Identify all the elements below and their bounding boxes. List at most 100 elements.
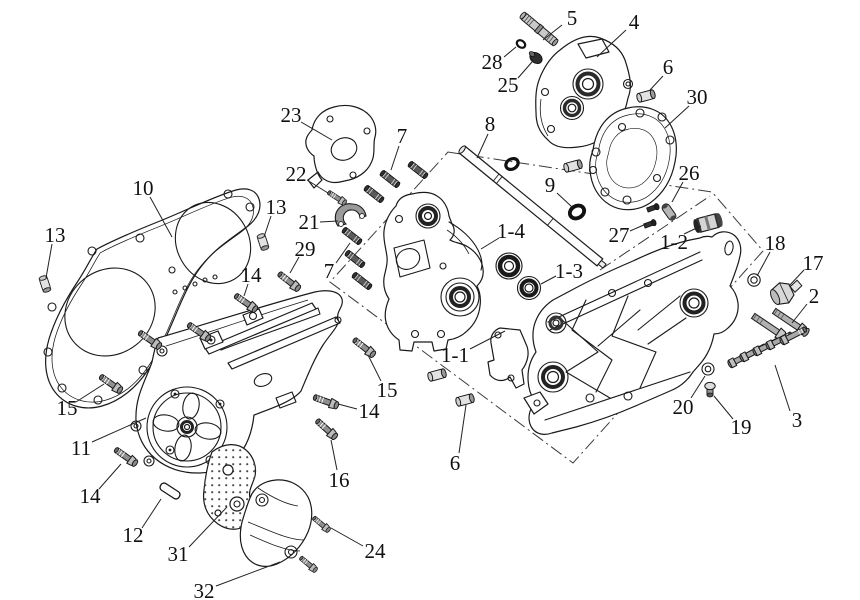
bolt-29 <box>275 269 303 294</box>
leader-line-6b <box>458 404 467 454</box>
part-label-27: 27 <box>609 223 630 247</box>
part-label-1-3: 1-3 <box>555 259 583 283</box>
part-label-14b: 14 <box>359 399 381 423</box>
leader-line-1-1 <box>469 330 506 350</box>
leader-line-24 <box>330 527 364 547</box>
leader-line-3 <box>774 364 791 412</box>
part-label-13b: 13 <box>266 195 287 219</box>
part-label-18: 18 <box>765 231 786 255</box>
dowel-pin-13-right <box>256 232 270 252</box>
sealing-washer-18 <box>747 273 761 287</box>
part-label-14c: 14 <box>80 484 102 508</box>
leader-line-15b <box>367 354 382 382</box>
bolt-19 <box>704 381 716 398</box>
bolts-27 <box>643 203 660 229</box>
part-label-26: 26 <box>679 161 700 185</box>
dowel-6-mid <box>562 158 584 174</box>
bolt-15-right <box>350 335 378 360</box>
part-label-6a: 6 <box>663 55 674 79</box>
part-label-6b: 6 <box>450 451 461 475</box>
part-label-23: 23 <box>281 103 302 127</box>
part-label-12: 12 <box>123 523 144 547</box>
part-label-9: 9 <box>545 173 556 197</box>
leader-line-7a <box>390 145 400 171</box>
bracket-plate-23 <box>305 104 377 189</box>
gasket-left-cover <box>43 188 261 409</box>
lock-washer-28 <box>515 39 527 49</box>
leader-line-5 <box>542 24 563 41</box>
leader-line-10 <box>149 196 173 238</box>
gasket-right-cover <box>588 106 677 211</box>
part-label-15b: 15 <box>377 378 398 402</box>
dowel-6-top <box>635 88 657 104</box>
ball-bearing-1-3 <box>516 275 542 301</box>
air-scoop-cover-32 <box>239 479 313 567</box>
part-label-2: 2 <box>809 284 820 308</box>
part-label-13a: 13 <box>45 223 66 247</box>
part-label-7a: 7 <box>397 124 408 148</box>
part-label-29: 29 <box>295 237 316 261</box>
leader-line-6a <box>649 75 664 91</box>
leader-line-8 <box>476 133 489 159</box>
part-label-8: 8 <box>485 112 496 136</box>
leader-line-16 <box>330 439 338 471</box>
leader-line-30 <box>664 105 690 129</box>
leader-line-27 <box>629 223 647 232</box>
bolt-14-right <box>311 391 341 411</box>
bolt-14-top <box>231 290 260 315</box>
part-label-1-4: 1-4 <box>497 219 525 243</box>
part-label-16: 16 <box>329 468 350 492</box>
cable-guide-straps <box>199 302 342 370</box>
washer-20 <box>701 362 715 376</box>
part-label-20: 20 <box>673 395 694 419</box>
leader-line-9 <box>556 192 573 208</box>
leader-line-26 <box>671 181 684 203</box>
leader-line-4 <box>596 29 627 58</box>
leader-line-25 <box>517 61 533 79</box>
part-label-17: 17 <box>803 251 824 275</box>
air-duct-plate-31 <box>202 444 257 530</box>
crankcase-half-right-1-2 <box>487 213 742 435</box>
part-label-24: 24 <box>365 539 387 563</box>
o-ring-9 <box>567 203 587 221</box>
dowel-6-lower-b <box>454 392 476 408</box>
leader-line-7b <box>335 242 351 264</box>
leader-line-14b <box>337 403 358 410</box>
leader-line-12 <box>141 498 162 529</box>
bolt-14-bottom <box>111 444 140 469</box>
part-label-19: 19 <box>731 415 752 439</box>
ball-bearing-large <box>495 252 523 280</box>
leader-line-1-3 <box>540 275 557 285</box>
flange-bolts-3 <box>726 324 809 370</box>
part-label-32: 32 <box>194 579 215 600</box>
stud-5 <box>519 11 559 47</box>
roller-pin-12 <box>159 482 181 500</box>
leader-line-18 <box>756 251 771 277</box>
part-label-22: 22 <box>286 162 307 186</box>
part-label-21: 21 <box>299 210 320 234</box>
link-26 <box>661 203 677 221</box>
flange-nut-25 <box>528 51 543 65</box>
leader-line-31 <box>188 506 228 548</box>
part-label-31: 31 <box>168 542 189 566</box>
dowel-6-lower-a <box>426 367 448 383</box>
part-label-5: 5 <box>567 6 578 30</box>
part-label-7b: 7 <box>324 259 335 283</box>
leader-line-15a <box>75 383 105 403</box>
leader-line-13b <box>263 215 272 238</box>
dowel-pin-13-left <box>38 274 52 294</box>
part-label-30: 30 <box>687 85 708 109</box>
leader-line-29 <box>289 256 300 274</box>
part-label-3: 3 <box>792 408 803 432</box>
drain-bolt-17 <box>769 279 803 305</box>
part-label-25: 25 <box>498 73 519 97</box>
leader-line-23 <box>300 121 333 141</box>
leader-line-2 <box>791 303 808 324</box>
leader-line-17 <box>788 269 805 287</box>
part-label-4: 4 <box>629 10 640 34</box>
leader-line-21 <box>319 220 339 223</box>
leader-line-13a <box>45 243 53 279</box>
